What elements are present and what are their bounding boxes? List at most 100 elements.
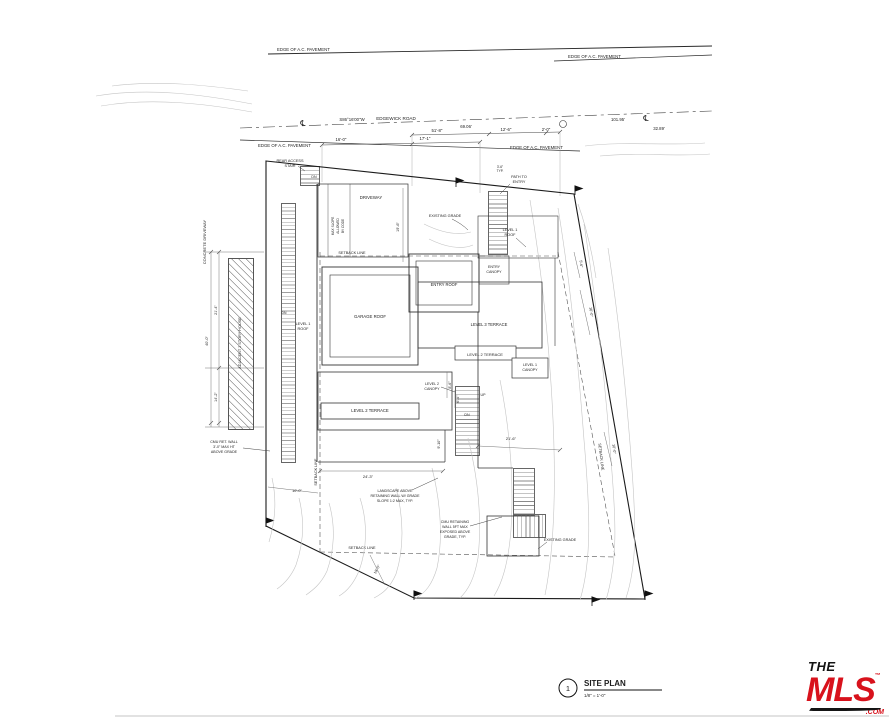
label-level2-terrace-2: LEVEL 2 TERRACE	[351, 408, 389, 413]
entry-roof-inner	[415, 260, 473, 306]
level2-terrace-label-box-2	[320, 402, 420, 420]
driveway-ramp-lines	[327, 184, 351, 257]
area-labels: REAR ACCESS STAIR DN PATH TO ENTRY 3'-6"…	[202, 159, 577, 542]
label-max-slope-1: MAX SLOPE	[331, 217, 335, 235]
lower-slab-lines	[318, 430, 513, 469]
west-retaining-wall-hatch	[281, 203, 296, 463]
label-edge-pavement-lower-right: EDGE OF A.C. PAVEMENT	[510, 145, 563, 150]
note-landscape-1: LANDSCAPE ABOVE	[378, 489, 414, 493]
pavement-edge-line-top	[267, 45, 713, 55]
dim-40-0: 40'-0"	[205, 336, 209, 346]
label-adjacent-house: ADJACENT 2 STORY HOUSE	[238, 317, 242, 369]
detail-number-bubble	[558, 678, 578, 698]
notes-and-leaders: CMU RET. WALL 3'-0" MAX HT ABOVE GRADE L…	[210, 165, 548, 550]
level1-roof-outline	[477, 215, 559, 259]
label-entry-canopy-2: CANOPY	[486, 270, 502, 274]
label-level2-canopy-2: CANOPY	[424, 387, 440, 391]
label-setback-south: SETBACK LINE	[348, 546, 376, 550]
road-annotations: EDGE OF A.C. PAVEMENT EDGE OF A.C. PAVEM…	[239, 45, 713, 152]
pavement-edge-line-top-2	[553, 54, 713, 62]
sheet-title: SITE PLAN	[584, 679, 626, 688]
dim-12-6: 12'-6"	[501, 127, 512, 132]
dim-19-0: 19'-0"	[373, 564, 381, 575]
extension-lines	[321, 133, 561, 196]
detail-number: 1	[566, 684, 570, 693]
site-dimension-lines	[267, 188, 613, 586]
note-cmu-wall-4: GRADE, TYP.	[444, 535, 466, 539]
building-outlines	[316, 183, 559, 557]
property-pin-flags	[265, 177, 654, 606]
note-cmu-ret-2: 3'-0" MAX HT	[213, 445, 236, 449]
dim-2-0: 2'-0"	[542, 127, 551, 132]
label-rear-access-1: REAR ACCESS	[276, 159, 303, 163]
dim-69-06: 69.06'	[460, 124, 472, 129]
logo-tm: ™	[874, 673, 881, 679]
grade-contours-offsite	[95, 82, 711, 157]
grade-contours-onsite	[268, 199, 636, 601]
path-to-entry-steps	[488, 191, 508, 255]
title-block: 1 SITE PLAN 1/8" = 1'-0"	[558, 678, 662, 698]
road-centerline	[239, 110, 713, 129]
setback-line-south	[319, 551, 616, 558]
label-concrete-driveway: CONCRETE DRIVEWAY	[202, 219, 207, 264]
label-up-central-stair: UP	[481, 393, 487, 397]
setback-line-east	[557, 251, 616, 557]
centerline-symbol-right: ℄	[642, 114, 649, 123]
dim-3-6: 3'-6"	[497, 165, 503, 169]
label-edge-pavement-lower-left: EDGE OF A.C. PAVEMENT	[258, 143, 311, 148]
label-level1-roof-right-2: ROOF	[505, 233, 517, 237]
label-setback-west: SETBACK LINE	[314, 458, 318, 486]
dim-10-0-west: 10'-0"	[292, 489, 302, 493]
dim-5-6: 5'-6"	[579, 260, 584, 268]
label-entry-roof: ENTRY ROOF	[431, 282, 458, 287]
logo-com: .COM	[865, 709, 884, 716]
label-bearing: S86°16'00"W	[339, 117, 365, 122]
dim-17-1: 17'-1"	[420, 136, 431, 141]
centerline-symbol-left: ℄	[299, 119, 306, 128]
dim-21-4: 21'-4"	[214, 305, 218, 315]
dim-16-0: 16'-0"	[336, 137, 347, 142]
label-level1-roof-right-1: LEVEL 1	[503, 228, 518, 232]
label-dn-central-stair: DN	[464, 413, 470, 417]
mls-watermark-logo: THE MLS™ .COM	[806, 660, 884, 716]
level2-terrace-label-box	[454, 345, 517, 361]
dim-19-6: 19'-6"	[396, 222, 400, 232]
dim-16-0-east: 16'-0"	[588, 307, 593, 318]
level1-canopy-box	[511, 357, 549, 379]
label-setback-east: SETBACK LINE	[597, 443, 604, 471]
note-landscape-2: RETAINING WALL W/ GRADE	[371, 494, 421, 498]
dim-14-2: 14'-2"	[214, 392, 218, 402]
dim-3-6-typ: TYP.	[497, 169, 504, 173]
label-level1-roof-left-2: ROOF	[298, 327, 310, 331]
lower-pad-outline	[486, 515, 540, 557]
label-garage-roof: GARAGE ROOF	[354, 314, 386, 319]
survey-monument-circle	[559, 120, 567, 128]
logo-mls: MLS	[806, 671, 876, 709]
label-level2-terrace-1: LEVEL 2 TERRACE	[467, 352, 503, 357]
label-rear-access-2: STAIR	[285, 164, 296, 168]
label-dn-west-stair: DN	[282, 311, 287, 315]
dim-101-95: 101.95'	[611, 117, 625, 122]
label-driveway: DRIVEWAY	[360, 195, 383, 200]
label-level1-canopy-1: LEVEL 1	[523, 363, 537, 367]
level2-terrace-outline	[317, 371, 453, 431]
dim-10-0-east: 10'-0"	[611, 444, 616, 455]
label-entry-canopy-1: ENTRY	[488, 265, 501, 269]
dim-24-3: 24'-3"	[363, 474, 374, 479]
property-boundary	[265, 160, 654, 606]
level3-terrace-outline	[417, 281, 543, 349]
adjacent-house-hatch	[228, 258, 254, 430]
note-landscape-3: SLOPE 1:2 MAX, TYP.	[377, 499, 413, 503]
label-path-entry-1: PATH TO	[511, 175, 527, 179]
note-cmu-wall-2: WALL 5FT MAX	[442, 525, 468, 529]
label-level1-canopy-2: CANOPY	[522, 368, 538, 372]
driveway-outline	[317, 183, 409, 258]
dimension-strings-top: 51'-8" 12'-6" 2'-0" 16'-0" 17'-1"	[319, 127, 563, 196]
label-level3-terrace: LEVEL 3 TERRACE	[471, 322, 508, 327]
left-dimension-lines	[205, 251, 264, 428]
dim-6-4: 6'-4"	[456, 395, 460, 403]
dim-9-10: 9'-10"	[437, 439, 441, 449]
sheet-scale: 1/8" = 1'-0"	[584, 693, 606, 698]
label-edge-pavement-top-right: EDGE OF A.C. PAVEMENT	[568, 54, 621, 59]
